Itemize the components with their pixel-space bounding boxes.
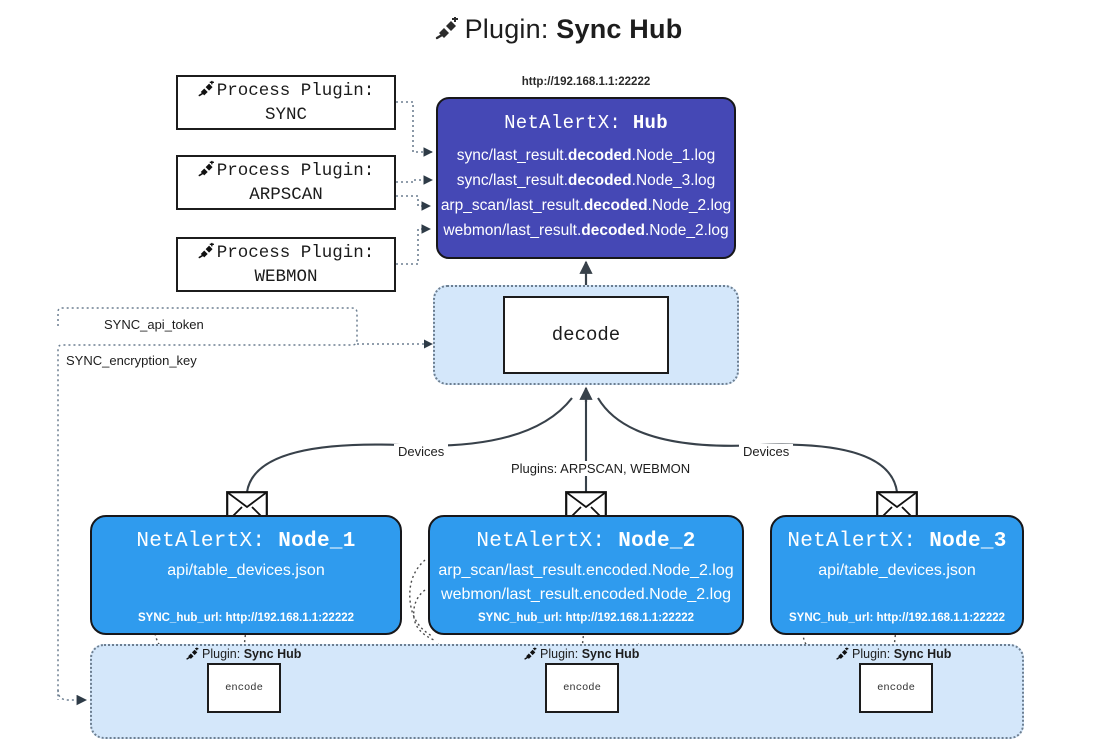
node-header: NetAlertX: Node_2 bbox=[430, 530, 742, 553]
encode-box-node3[interactable]: encode bbox=[859, 663, 933, 713]
hub-row-pre: webmon/last_result. bbox=[443, 222, 582, 240]
process-plugin-line1: Process Plugin: bbox=[216, 160, 375, 181]
process-plugin-line2: WEBMON bbox=[254, 266, 318, 287]
hub-row-bold: decoded bbox=[581, 222, 645, 240]
plug-icon bbox=[186, 647, 200, 663]
band-plugin-name: Sync Hub bbox=[243, 647, 302, 661]
process-plugin-line1-wrap: Process Plugin: bbox=[198, 78, 375, 106]
node-header: NetAlertX: Node_1 bbox=[92, 530, 400, 553]
hub-row: sync/last_result.decoded.Node_1.log bbox=[438, 143, 734, 168]
hub-row-pre: sync/last_result. bbox=[456, 172, 568, 190]
encode-box-node2[interactable]: encode bbox=[545, 663, 619, 713]
plug-icon bbox=[198, 160, 216, 186]
plug-icon bbox=[524, 647, 538, 663]
band-plugin-label-1: Plugin: Sync Hub bbox=[186, 645, 301, 661]
node-line: api/table_devices.json bbox=[167, 562, 325, 579]
node-box-node2[interactable]: NetAlertX: Node_2 arp_scan/last_result.e… bbox=[428, 515, 744, 635]
secret-label-encryption-key: SYNC_encryption_key bbox=[62, 353, 201, 368]
node-header-prefix: NetAlertX: bbox=[136, 530, 266, 553]
hub-row-post: .Node_2.log bbox=[647, 197, 732, 215]
band-plugin-prefix: Plugin: bbox=[852, 647, 891, 661]
decode-box[interactable]: decode bbox=[503, 296, 669, 374]
plug-icon bbox=[836, 647, 850, 663]
hub-row-bold: decoded bbox=[583, 197, 648, 215]
node-header-prefix: NetAlertX: bbox=[787, 530, 917, 553]
process-plugin-line1-wrap: Process Plugin: bbox=[198, 158, 375, 186]
encode-box-node1[interactable]: encode bbox=[207, 663, 281, 713]
node-header-name: Node_1 bbox=[278, 530, 356, 553]
process-plugin-box-webmon[interactable]: Process Plugin: WEBMON bbox=[176, 237, 396, 292]
process-plugin-line2: SYNC bbox=[264, 104, 307, 125]
plug-icon bbox=[198, 80, 216, 106]
hub-row-post: .Node_2.log bbox=[644, 222, 729, 240]
process-plugin-line1-wrap: Process Plugin: bbox=[198, 240, 375, 268]
page-title-prefix: Plugin: bbox=[464, 14, 549, 44]
band-plugin-label-3: Plugin: Sync Hub bbox=[836, 645, 951, 661]
hub-header-name: Hub bbox=[632, 112, 668, 134]
process-plugin-line1: Process Plugin: bbox=[216, 80, 375, 101]
band-plugin-name: Sync Hub bbox=[581, 647, 640, 661]
node-header: NetAlertX: Node_3 bbox=[772, 530, 1022, 553]
secret-label-api-token: SYNC_api_token bbox=[100, 317, 208, 332]
node-header-name: Node_2 bbox=[618, 530, 696, 553]
band-plugin-name: Sync Hub bbox=[893, 647, 952, 661]
hub-row-pre: sync/last_result. bbox=[456, 147, 568, 164]
process-plugin-box-sync[interactable]: Process Plugin: SYNC bbox=[176, 75, 396, 130]
node-hub-url: SYNC_hub_url: http://192.168.1.1:22222 bbox=[788, 612, 1006, 624]
hub-url-label: http://192.168.1.1:22222 bbox=[521, 76, 651, 88]
process-plugin-box-arpscan[interactable]: Process Plugin: ARPSCAN bbox=[176, 155, 396, 210]
node-header-name: Node_3 bbox=[929, 530, 1007, 553]
node-lines: api/table_devices.json bbox=[92, 559, 400, 583]
process-plugin-line1: Process Plugin: bbox=[216, 242, 375, 263]
hub-row-bold: decoded bbox=[567, 147, 632, 164]
process-plugin-line2: ARPSCAN bbox=[249, 184, 323, 205]
band-plugin-prefix: Plugin: bbox=[540, 647, 579, 661]
page-title: Plugin: Sync Hub bbox=[0, 14, 1117, 45]
edge-label-devices-right: Devices bbox=[739, 444, 794, 459]
hub-row: sync/last_result.decoded.Node_3.log bbox=[438, 168, 734, 193]
node-header-prefix: NetAlertX: bbox=[476, 530, 606, 553]
node-lines: api/table_devices.json bbox=[772, 559, 1022, 583]
page-title-name: Sync Hub bbox=[556, 14, 683, 44]
band-plugin-prefix: Plugin: bbox=[202, 647, 241, 661]
hub-header-prefix: NetAlertX: bbox=[504, 112, 622, 134]
node-hub-url: SYNC_hub_url: http://192.168.1.1:22222 bbox=[137, 612, 355, 624]
plug-icon bbox=[435, 16, 461, 47]
plug-icon bbox=[198, 242, 216, 268]
edge-label-devices-left: Devices bbox=[394, 444, 449, 459]
node-hub-url: SYNC_hub_url: http://192.168.1.1:22222 bbox=[477, 612, 695, 624]
node-box-node1[interactable]: NetAlertX: Node_1 api/table_devices.json… bbox=[90, 515, 402, 635]
hub-row-post: .Node_1.log bbox=[631, 147, 716, 164]
node-line: webmon/last_result.encoded.Node_2.log bbox=[441, 586, 731, 604]
hub-row: arp_scan/last_result.decoded.Node_2.log bbox=[438, 193, 734, 218]
hub-rows: sync/last_result.decoded.Node_1.log sync… bbox=[438, 143, 734, 243]
band-plugin-label-2: Plugin: Sync Hub bbox=[524, 645, 639, 661]
edge-label-plugins-center: Plugins: ARPSCAN, WEBMON bbox=[507, 461, 695, 476]
hub-row-post: .Node_3.log bbox=[631, 172, 716, 190]
node-box-node3[interactable]: NetAlertX: Node_3 api/table_devices.json… bbox=[770, 515, 1024, 635]
hub-header: NetAlertX: Hub bbox=[438, 112, 734, 134]
hub-row-pre: arp_scan/last_result. bbox=[440, 197, 584, 215]
hub-box[interactable]: NetAlertX: Hub sync/last_result.decoded.… bbox=[436, 97, 736, 259]
node-line: api/table_devices.json bbox=[818, 562, 976, 579]
hub-row-bold: decoded bbox=[567, 172, 632, 190]
node-line: arp_scan/last_result.encoded.Node_2.log bbox=[438, 562, 734, 579]
node-lines: arp_scan/last_result.encoded.Node_2.log … bbox=[430, 559, 742, 608]
hub-row: webmon/last_result.decoded.Node_2.log bbox=[438, 218, 734, 243]
